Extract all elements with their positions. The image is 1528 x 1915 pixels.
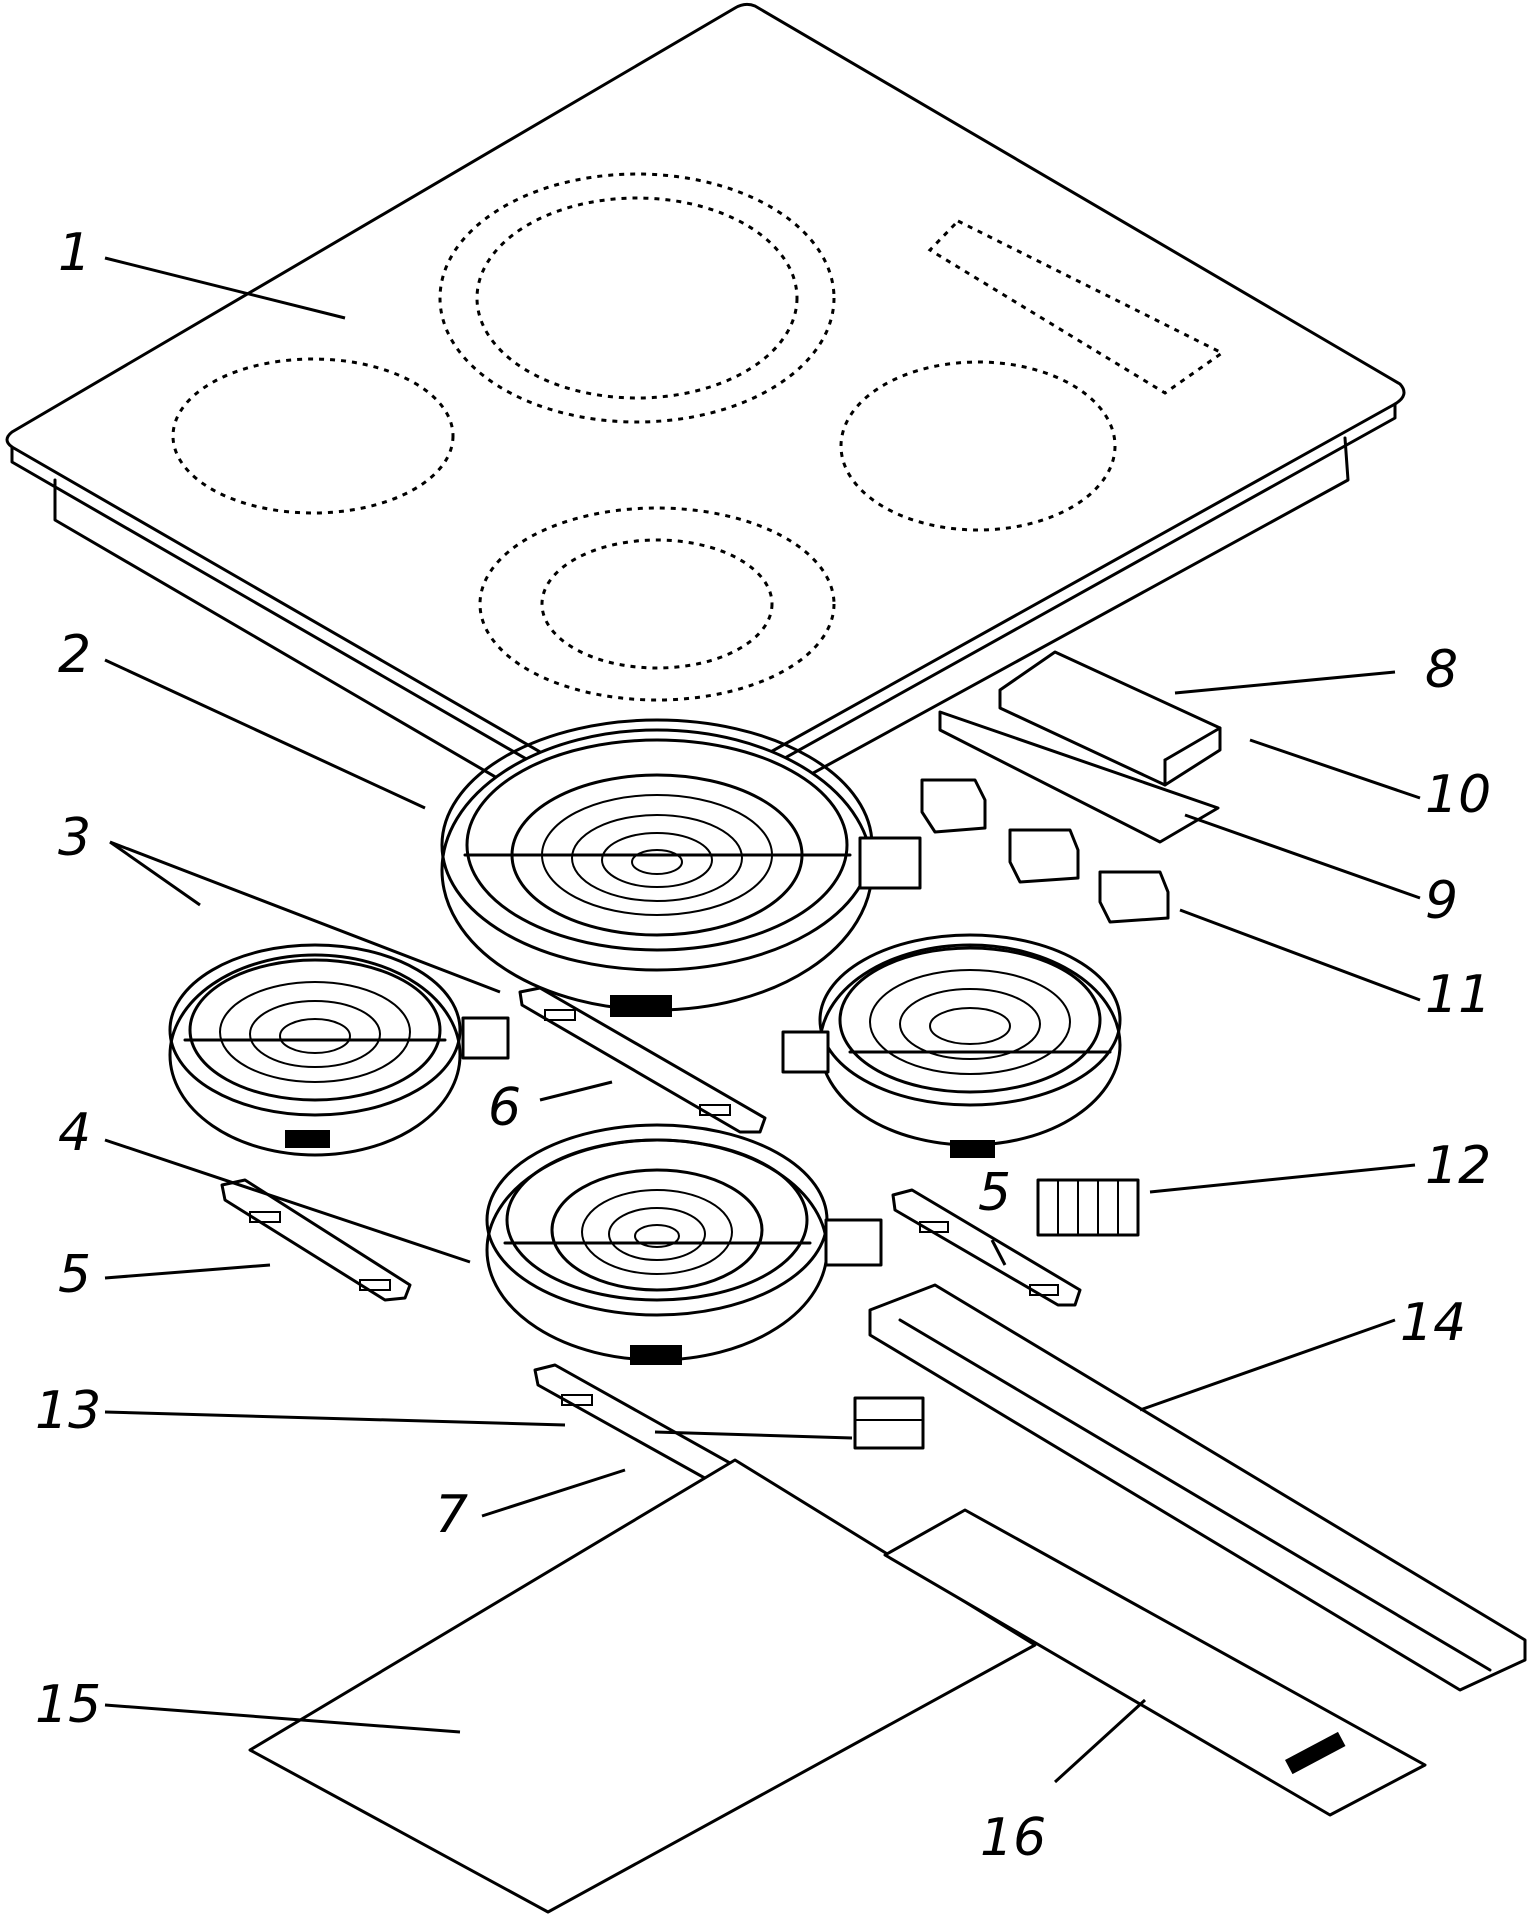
terminal-12 (1036, 1178, 1140, 1237)
label-12: 12 (1425, 1136, 1491, 1196)
heater-large-rear (440, 718, 922, 1017)
label-16: 16 (980, 1808, 1046, 1868)
bracket-6 (518, 986, 767, 1134)
zone-large-inner (475, 196, 799, 400)
leader-lines (104, 256, 1421, 1784)
block-11 (1098, 870, 1170, 924)
bracket-5-left (220, 1178, 412, 1302)
zone-front-outer (478, 506, 836, 702)
label-6: 6 (488, 1078, 521, 1138)
label-14: 14 (1400, 1293, 1466, 1353)
label-4: 4 (58, 1103, 91, 1163)
label-2: 2 (58, 625, 91, 685)
label-10: 10 (1425, 765, 1491, 825)
label-5-right: 5 (978, 1163, 1011, 1223)
zone-right (839, 360, 1117, 532)
label-3: 3 (58, 808, 91, 868)
heater-front (485, 1123, 883, 1365)
label-8: 8 (1425, 640, 1458, 700)
side-rail-14 (868, 1283, 1527, 1692)
heater-right (781, 933, 1122, 1158)
block-11a (1008, 828, 1080, 884)
reference-labels: 1 2 3 4 5 5 6 7 8 9 10 11 12 13 14 15 16 (35, 223, 1491, 1868)
label-1: 1 (58, 223, 91, 283)
label-5-left: 5 (58, 1245, 91, 1305)
heater-left (168, 943, 510, 1157)
zone-large-outer (438, 172, 836, 424)
bracket-5-right (891, 1188, 1082, 1307)
label-13: 13 (35, 1381, 101, 1441)
control-area (927, 219, 1225, 395)
base-plate-15 (248, 1458, 1037, 1914)
label-11: 11 (1425, 965, 1491, 1025)
label-7: 7 (435, 1485, 468, 1545)
label-15: 15 (35, 1675, 101, 1735)
panel-9 (938, 710, 1220, 844)
base-plate-16 (883, 1508, 1427, 1817)
block-10 (920, 778, 987, 834)
label-9: 9 (1425, 871, 1458, 931)
zone-left (171, 357, 455, 515)
control-module-8 (998, 650, 1222, 787)
zone-front-inner (540, 538, 774, 670)
sensor-13 (853, 1396, 925, 1450)
